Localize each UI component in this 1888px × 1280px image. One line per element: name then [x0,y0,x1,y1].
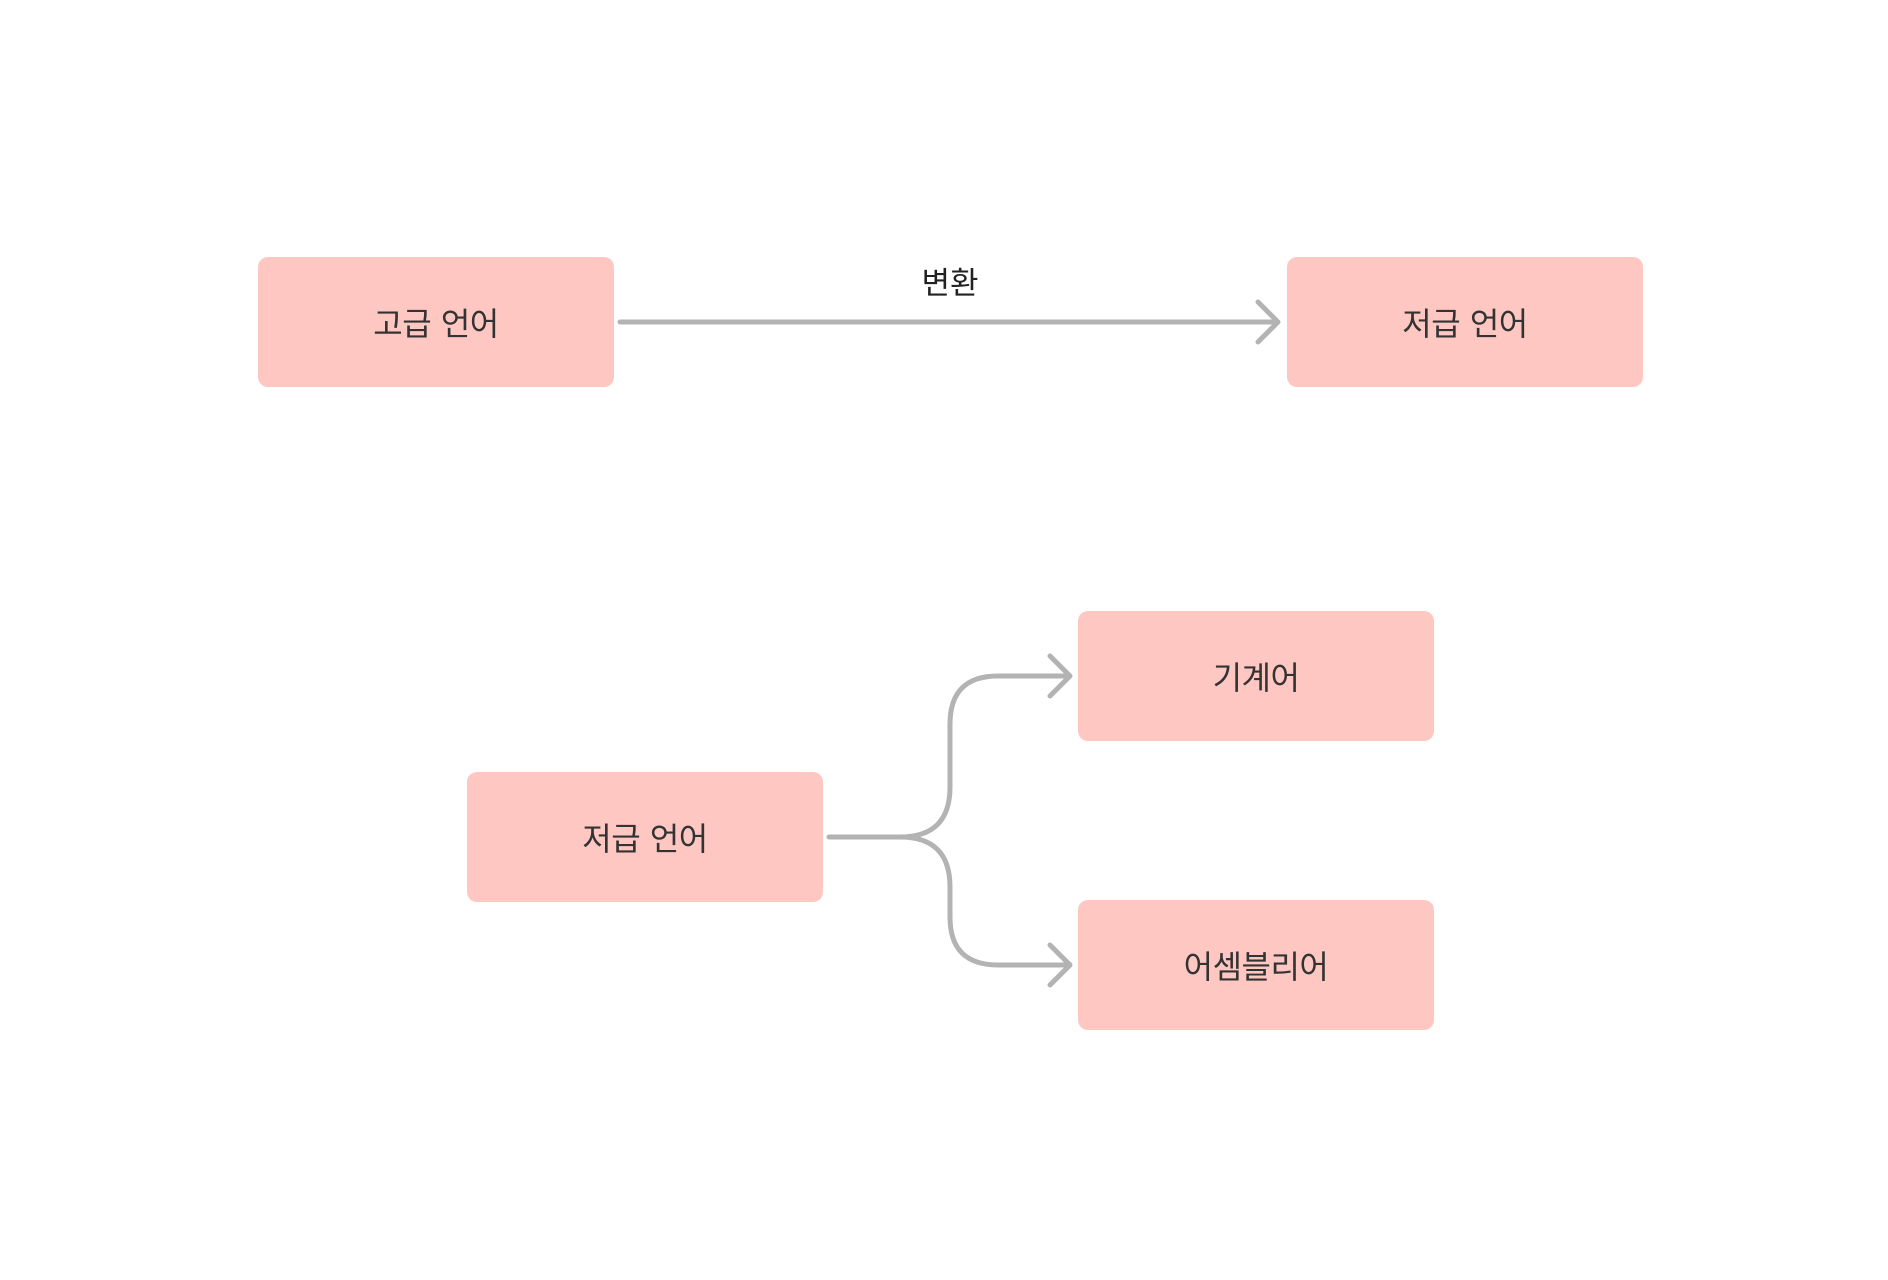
node-high-level-language: 고급 언어 [258,257,614,387]
node-assembly-language: 어셈블리어 [1078,900,1434,1030]
node-low-level-language-bottom: 저급 언어 [467,772,823,902]
node-label: 저급 언어 [1402,305,1528,343]
node-label: 어셈블리어 [1183,948,1329,986]
edge-low-to-assembly [897,834,1073,988]
node-label: 저급 언어 [582,820,708,858]
edge-label-conversion: 변환 [921,266,979,302]
node-label: 고급 언어 [373,305,499,343]
arrowhead-icon [1255,299,1281,345]
arrowhead-icon [1047,653,1073,699]
arrowhead-icon [1047,942,1073,988]
edge-low-to-machine [826,653,1073,840]
node-machine-language: 기계어 [1078,611,1434,741]
node-low-level-language-top: 저급 언어 [1287,257,1643,387]
node-label: 기계어 [1212,659,1300,697]
edge-high-to-low [617,299,1281,345]
